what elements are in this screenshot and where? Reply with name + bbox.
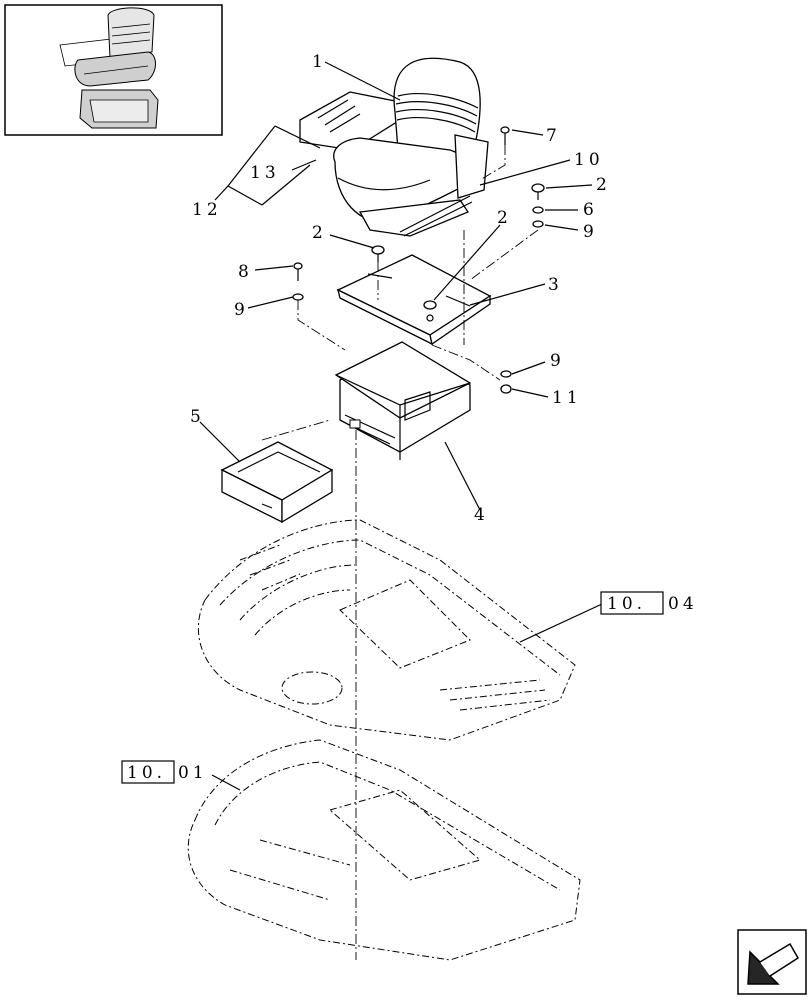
callout-4: 4 xyxy=(474,505,489,525)
storage-box-part xyxy=(334,341,472,460)
seat-assembly-thumbnail-icon xyxy=(59,7,159,129)
cab-floor-assembly xyxy=(197,519,576,741)
callout-7: 7 xyxy=(546,126,561,146)
callout-8: 8 xyxy=(238,262,253,282)
thumbnail-frame xyxy=(4,4,223,136)
seat-part xyxy=(299,57,489,237)
callout-13: 13 xyxy=(250,163,280,183)
reference-10-01-suffix: 01 xyxy=(178,763,208,783)
assembly-centre-lines xyxy=(261,145,539,960)
callout-2: 2 xyxy=(312,223,327,243)
leader-lines xyxy=(199,61,603,791)
mounting-plate-part xyxy=(336,254,492,346)
reference-10-04[interactable]: 10. 04 xyxy=(600,591,698,615)
callout-11: 11 xyxy=(552,388,582,408)
cab-frame-assembly xyxy=(187,739,581,961)
callout-2: 2 xyxy=(497,208,512,228)
callout-1: 1 xyxy=(312,52,327,72)
callout-3: 3 xyxy=(548,275,563,295)
next-page-arrow-icon[interactable] xyxy=(737,929,807,995)
callout-2: 2 xyxy=(596,175,611,195)
callout-12: 12 xyxy=(192,200,222,220)
fastener-parts xyxy=(292,126,545,394)
callout-9: 9 xyxy=(583,222,598,242)
callout-9: 9 xyxy=(234,300,249,320)
callout-10: 10 xyxy=(574,150,604,170)
tray-part xyxy=(220,441,334,524)
reference-10-04-suffix: 04 xyxy=(668,594,698,614)
reference-10-01-boxed-text: 10. xyxy=(127,763,166,783)
callout-9: 9 xyxy=(550,351,565,371)
callout-6: 6 xyxy=(583,200,598,220)
reference-10-01[interactable]: 10. 01 xyxy=(121,760,208,784)
reference-10-04-boxed-text: 10. xyxy=(607,594,646,614)
callout-5: 5 xyxy=(190,407,205,427)
